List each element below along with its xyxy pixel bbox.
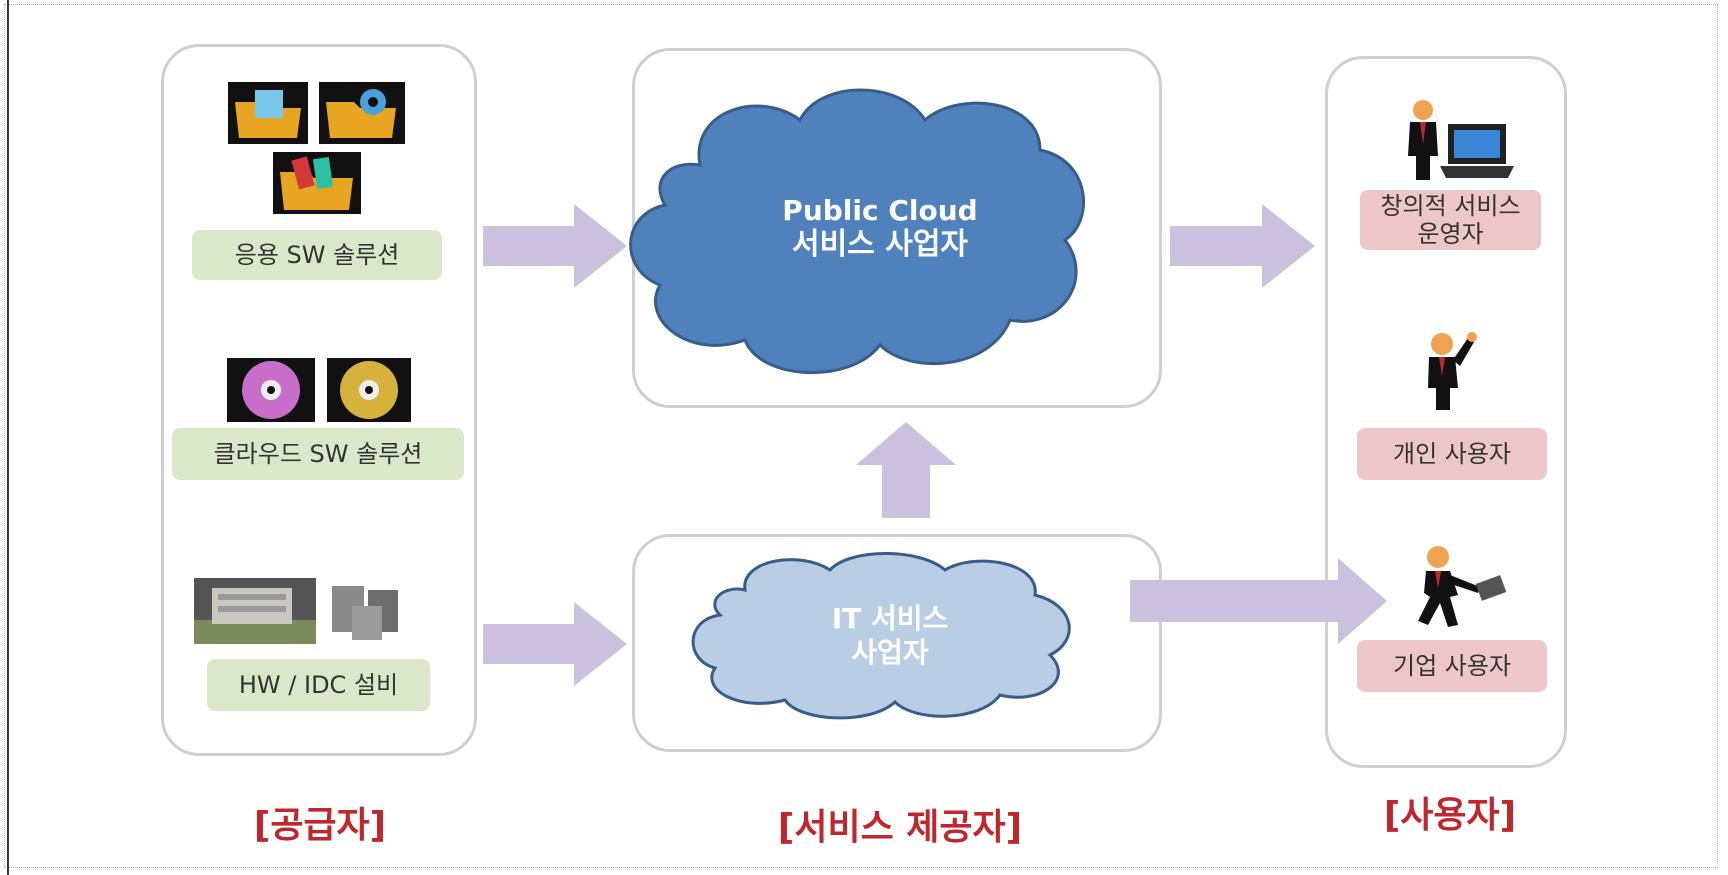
it-service-text: IT 서비스 사업자 bbox=[780, 602, 1000, 670]
arrow-it-to-cloud bbox=[856, 422, 956, 518]
left-border-line bbox=[7, 0, 9, 875]
businessman-laptop-icon bbox=[1408, 100, 1514, 180]
arrow-it-to-enterprise bbox=[1130, 558, 1387, 644]
enterprise-user-label: 기업 사용자 bbox=[1357, 640, 1547, 692]
arrow-apps-to-cloud bbox=[483, 204, 627, 288]
person-waving-icon bbox=[1428, 332, 1477, 410]
user-role-label: [사용자] bbox=[1383, 795, 1517, 836]
supplier-role-label: [공급자] bbox=[253, 805, 387, 846]
creative-service-operator-label: 창의적 서비스 운영자 bbox=[1360, 190, 1541, 250]
software-folder-icons bbox=[228, 82, 405, 214]
app-sw-solution-label: 응용 SW 솔루션 bbox=[192, 230, 442, 280]
arrow-cloud-to-users bbox=[1170, 204, 1315, 288]
public-cloud-shape bbox=[629, 88, 1086, 374]
public-cloud-line2: 서비스 사업자 bbox=[791, 227, 969, 262]
individual-user-label: 개인 사용자 bbox=[1357, 428, 1547, 480]
service-provider-role-label: [서비스 제공자] bbox=[777, 807, 1023, 848]
arrow-hw-to-it bbox=[483, 602, 627, 686]
public-cloud-text: Public Cloud 서비스 사업자 bbox=[735, 194, 1025, 262]
cloud-sw-solution-label: 클라우드 SW 솔루션 bbox=[172, 428, 464, 480]
public-cloud-line1: Public Cloud bbox=[782, 194, 978, 227]
it-service-line2: 사업자 bbox=[851, 636, 929, 669]
hw-idc-label: HW / IDC 설비 bbox=[207, 659, 430, 711]
businessman-running-icon bbox=[1418, 546, 1507, 627]
diagram-frame bbox=[4, 4, 1718, 868]
creative-operator-line1: 창의적 서비스 bbox=[1380, 192, 1521, 220]
it-service-line1: IT 서비스 bbox=[831, 602, 949, 635]
it-service-cloud-shape bbox=[691, 552, 1071, 720]
disc-icons bbox=[227, 358, 411, 422]
creative-operator-line2: 운영자 bbox=[1417, 220, 1484, 248]
datacenter-server-icons bbox=[194, 578, 398, 644]
